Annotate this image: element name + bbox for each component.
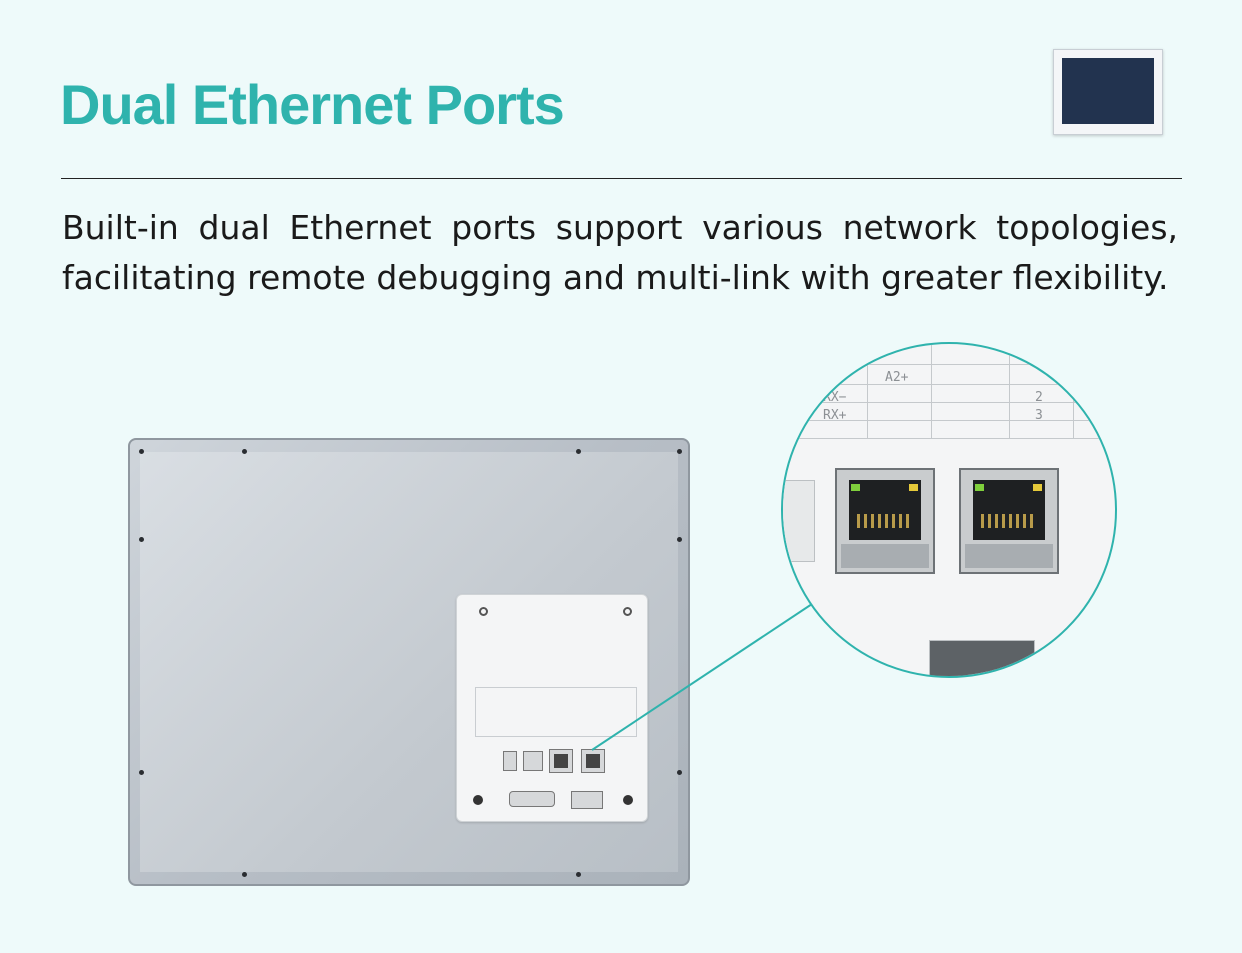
terminal-block [929, 640, 1035, 676]
module-screw-hole [479, 607, 488, 616]
title-divider [61, 178, 1182, 179]
panel-screw [576, 872, 581, 877]
pinout-label [475, 687, 637, 737]
module-screw-hole [623, 607, 632, 616]
module-screw [473, 795, 483, 805]
pin-label: A2+ [885, 370, 909, 385]
panel-screw [139, 770, 144, 775]
panel-screw [677, 537, 682, 542]
pin-number: 2 [1035, 390, 1043, 405]
feature-description: Built-in dual Ethernet ports support var… [62, 208, 1178, 297]
page-title: Dual Ethernet Ports [60, 73, 565, 136]
io-module [456, 594, 648, 822]
callout-connector [591, 601, 816, 751]
panel-screw [677, 770, 682, 775]
ethernet-port-1 [549, 749, 573, 773]
product-thumbnail [1053, 49, 1163, 135]
usb-port [503, 751, 517, 771]
panel-screw [139, 537, 144, 542]
panel-screw [139, 449, 144, 454]
ethernet-jack-1 [835, 468, 935, 574]
module-screw [623, 795, 633, 805]
power-terminal [571, 791, 603, 809]
ethernet-jack-2 [959, 468, 1059, 574]
pin-label: RX− [823, 390, 847, 405]
panel-screw [242, 872, 247, 877]
usb-b-port [523, 751, 543, 771]
panel-screw [677, 449, 682, 454]
thumbnail-screen [1062, 58, 1154, 124]
pin-label: RX+ [823, 408, 847, 423]
panel-screw [242, 449, 247, 454]
ethernet-port-2 [581, 749, 605, 773]
serial-port [509, 791, 555, 807]
pin-number: 3 [1035, 408, 1043, 423]
side-connector [783, 480, 815, 562]
panel-screw [576, 449, 581, 454]
ethernet-zoom-detail: A2+ RX− RX+ 2 3 [781, 342, 1117, 678]
